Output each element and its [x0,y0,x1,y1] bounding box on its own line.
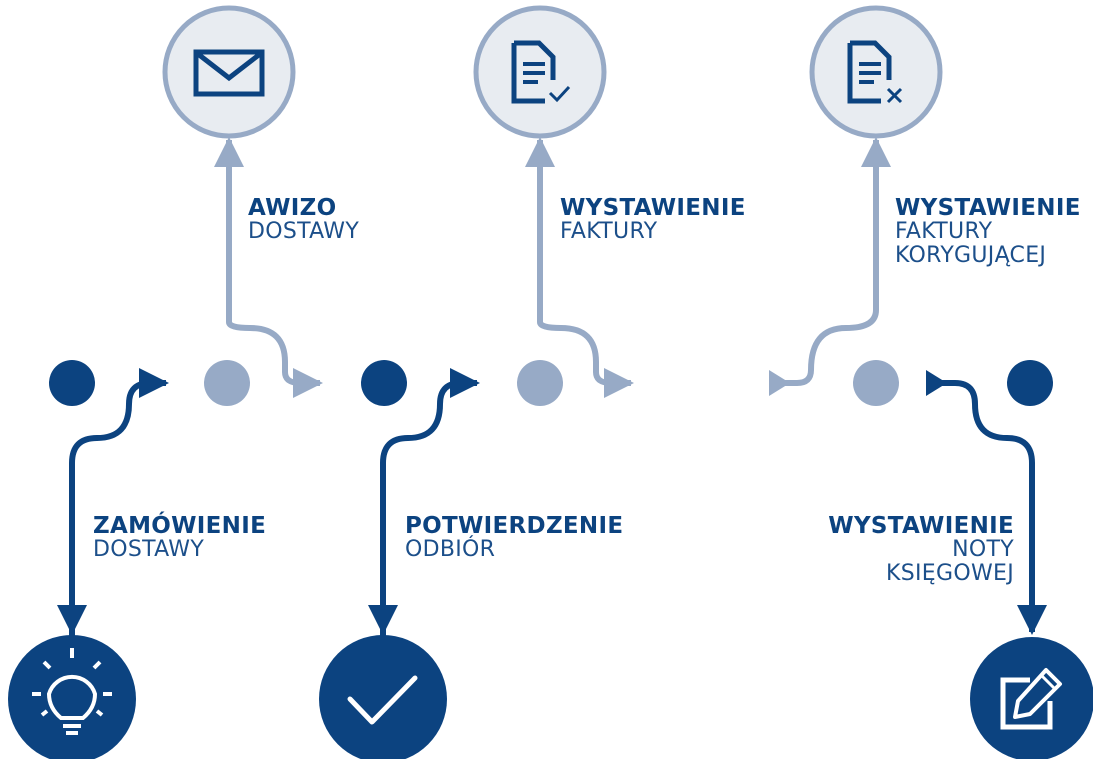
timeline-dot-light [853,360,899,406]
edit-note-icon [970,637,1093,759]
label-line: FAKTURY [560,219,658,244]
document-cross-icon [809,5,943,139]
label-line: ODBIÓR [405,537,496,562]
label-title: WYSTAWIENIE [560,195,746,221]
label-zamowienie: ZAMÓWIENIE DOSTAWY [93,514,266,562]
label-korekta: WYSTAWIENIE FAKTURY KORYGUJĄCEJ [895,196,1081,268]
connector-faktura [525,137,634,398]
envelope-icon [162,5,296,139]
timeline-dot-light [517,360,563,406]
checkmark-icon [319,635,447,759]
label-title: ZAMÓWIENIE [93,513,267,539]
connector-korekta [769,137,891,396]
label-potwierdzenie: POTWIERDZENIE ODBIÓR [405,514,623,562]
document-check-icon [473,5,607,139]
connector-potwierdzenie [368,368,480,640]
label-title: WYSTAWIENIE [895,195,1081,221]
label-awizo: AWIZO DOSTAWY [248,196,359,244]
label-faktura: WYSTAWIENIE FAKTURY [560,196,746,244]
connector-awizo [214,137,323,398]
timeline-dot-dark [361,360,407,406]
label-title: WYSTAWIENIE [828,513,1014,539]
label-title: POTWIERDZENIE [405,513,624,539]
label-line: DOSTAWY [93,537,205,562]
label-line: KSIĘGOWEJ [886,561,1014,586]
timeline-dot-dark [49,360,95,406]
label-nota: WYSTAWIENIE NOTY KSIĘGOWEJ [780,514,1014,586]
lightbulb-icon [8,635,136,759]
label-title: AWIZO [248,195,337,221]
timeline-dot-light [204,360,250,406]
timeline-dot-dark [1007,360,1053,406]
connector-zamowienie [57,368,169,640]
label-line: DOSTAWY [248,219,360,244]
label-line: KORYGUJĄCEJ [895,243,1047,268]
label-line: FAKTURY [895,219,993,244]
label-line: NOTY [952,537,1014,562]
connector-nota [926,370,1047,635]
